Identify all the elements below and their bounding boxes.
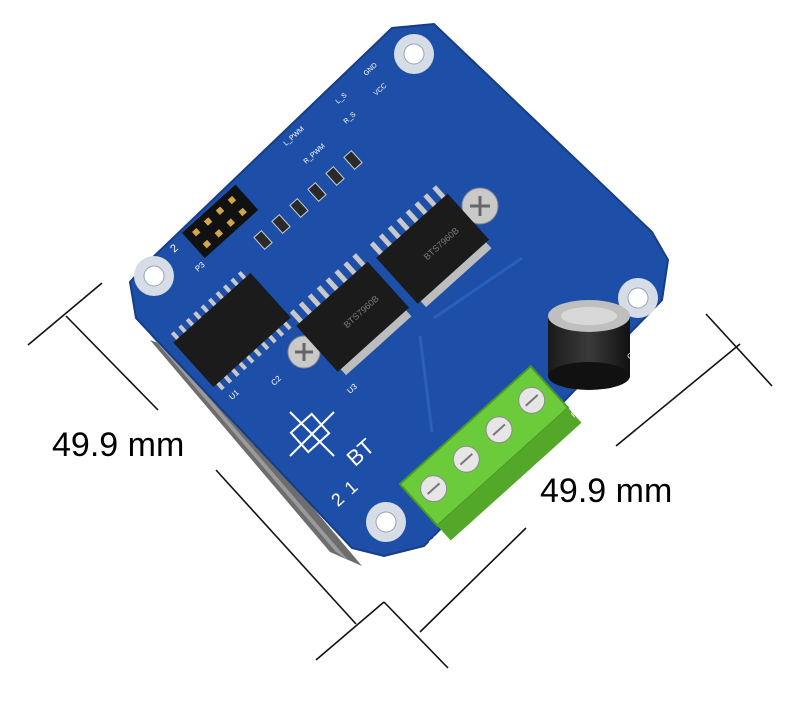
weee-bin-icon [289,411,335,457]
mounting-holes [134,34,658,542]
ic-u1 [170,270,292,391]
dimension-label-width: 49.9 mm [540,472,673,510]
trace-divider [433,256,523,320]
screw-bottom [287,335,321,369]
dimension-lines [27,282,773,669]
ic-bts7960-a: BTS7960B [289,253,412,376]
screw-top [461,187,499,225]
screw-terminal-block [398,364,582,541]
smd-resistors [253,150,363,250]
ic-bts7960-b: BTS7960B [369,185,492,308]
electrolytic-capacitor [548,300,630,390]
dimension-label-height: 49.9 mm [52,426,185,464]
pin-header [182,184,259,259]
